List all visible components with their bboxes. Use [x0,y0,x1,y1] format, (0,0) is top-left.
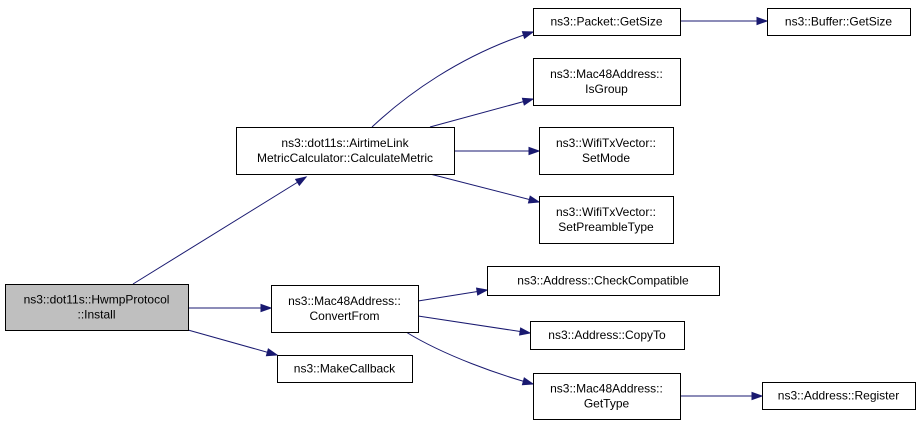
node-label-line: ::Install [77,308,115,322]
node-box[interactable] [271,285,419,333]
node-make-callback[interactable]: ns3::MakeCallback [277,355,413,383]
node-label-line: ns3::Mac48Address:: [550,67,663,81]
node-box[interactable] [539,196,674,244]
edge-hwmp_install-to-mac48_convertfrom [188,303,273,313]
node-buffer-getsize[interactable]: ns3::Buffer::GetSize [767,8,911,36]
edge-packet_getsize-to-buffer_getsize [680,16,769,26]
node-wifitx-setpreamble[interactable]: ns3::WifiTxVector::SetPreambleType [539,196,674,244]
node-packet-getsize[interactable]: ns3::Packet::GetSize [533,8,681,36]
node-box[interactable] [277,355,413,383]
node-label-line: ns3::Buffer::GetSize [785,15,892,29]
edge-arrowhead [756,16,769,26]
edge-arrowhead [521,97,535,106]
edge-arrowhead [521,31,535,40]
edge-line [371,31,534,128]
edge-mac48_convertfrom-to-address_checkcompatible [417,287,489,302]
node-box[interactable] [530,321,685,350]
node-mac48-gettype[interactable]: ns3::Mac48Address::GetType [533,373,681,420]
call-nodes: ns3::dot11s::HwmpProtocol::Installns3::d… [5,8,916,420]
edge-hwmp_install-to-airtime_calc [132,176,308,285]
node-label-line: ConvertFrom [309,309,379,323]
node-label-line: ns3::WifiTxVector:: [556,136,656,150]
node-box[interactable] [533,373,681,420]
node-label-line: ns3::MakeCallback [294,362,396,376]
node-box[interactable] [533,8,681,36]
node-label-line: SetMode [582,151,630,165]
node-label-line: GetType [584,397,630,411]
node-box[interactable] [762,382,916,410]
edge-airtime_calc-to-mac48_isgroup [429,97,535,128]
node-label-line: ns3::dot11s::AirtimeLink [281,136,409,150]
node-label-line: IsGroup [585,82,628,96]
node-box[interactable] [533,58,681,106]
edge-airtime_calc-to-packet_getsize [371,31,535,128]
edge-arrowhead [260,303,273,313]
node-mac48-isgroup[interactable]: ns3::Mac48Address::IsGroup [533,58,681,106]
node-box[interactable] [487,266,720,296]
call-edges [132,16,769,401]
edge-mac48_convertfrom-to-address_copyto [417,315,532,336]
edge-arrowhead [518,327,532,336]
node-label-line: SetPreambleType [558,220,654,234]
edge-arrowhead [265,348,279,357]
node-address-register[interactable]: ns3::Address::Register [762,382,916,410]
edge-line [417,289,488,302]
edge-line [132,176,307,285]
node-box[interactable] [236,127,455,175]
edge-arrowhead [475,287,489,296]
edge-mac48_gettype-to-address_register [680,391,764,401]
edge-arrowhead [527,195,541,204]
node-hwmp-install[interactable]: ns3::dot11s::HwmpProtocol::Install [5,284,189,331]
node-airtime-calc[interactable]: ns3::dot11s::AirtimeLinkMetricCalculator… [236,127,455,175]
edge-line [187,329,278,356]
node-box[interactable] [539,127,674,175]
edge-line [405,331,534,385]
node-address-checkcompatible[interactable]: ns3::Address::CheckCompatible [487,266,720,296]
edge-line [429,98,534,128]
edge-airtime_calc-to-wifitx_setmode [454,146,541,156]
node-label-line: ns3::Address::CheckCompatible [517,274,689,288]
node-label-line: ns3::Mac48Address:: [550,382,663,396]
node-box[interactable] [5,284,189,331]
edge-mac48_convertfrom-to-mac48_gettype [405,331,535,386]
node-box[interactable] [767,8,911,36]
node-address-copyto[interactable]: ns3::Address::CopyTo [530,321,685,350]
node-label-line: MetricCalculator::CalculateMetric [257,151,433,165]
edge-line [429,173,540,203]
edge-hwmp_install-to-make_callback [187,329,279,357]
edge-arrowhead [521,377,535,386]
node-label-line: ns3::Address::CopyTo [548,328,666,342]
edge-arrowhead [294,176,308,187]
node-label-line: ns3::WifiTxVector:: [556,205,656,219]
node-mac48-convertfrom[interactable]: ns3::Mac48Address::ConvertFrom [271,285,419,333]
node-label-line: ns3::Address::Register [778,389,899,403]
edge-airtime_calc-to-wifitx_setpreamble [429,173,541,204]
edge-arrowhead [528,146,541,156]
node-label-line: ns3::dot11s::HwmpProtocol [24,293,170,307]
node-wifitx-setmode[interactable]: ns3::WifiTxVector::SetMode [539,127,674,175]
node-label-line: ns3::Mac48Address:: [288,294,401,308]
edge-line [417,315,531,334]
node-label-line: ns3::Packet::GetSize [550,15,662,29]
edge-arrowhead [751,391,764,401]
